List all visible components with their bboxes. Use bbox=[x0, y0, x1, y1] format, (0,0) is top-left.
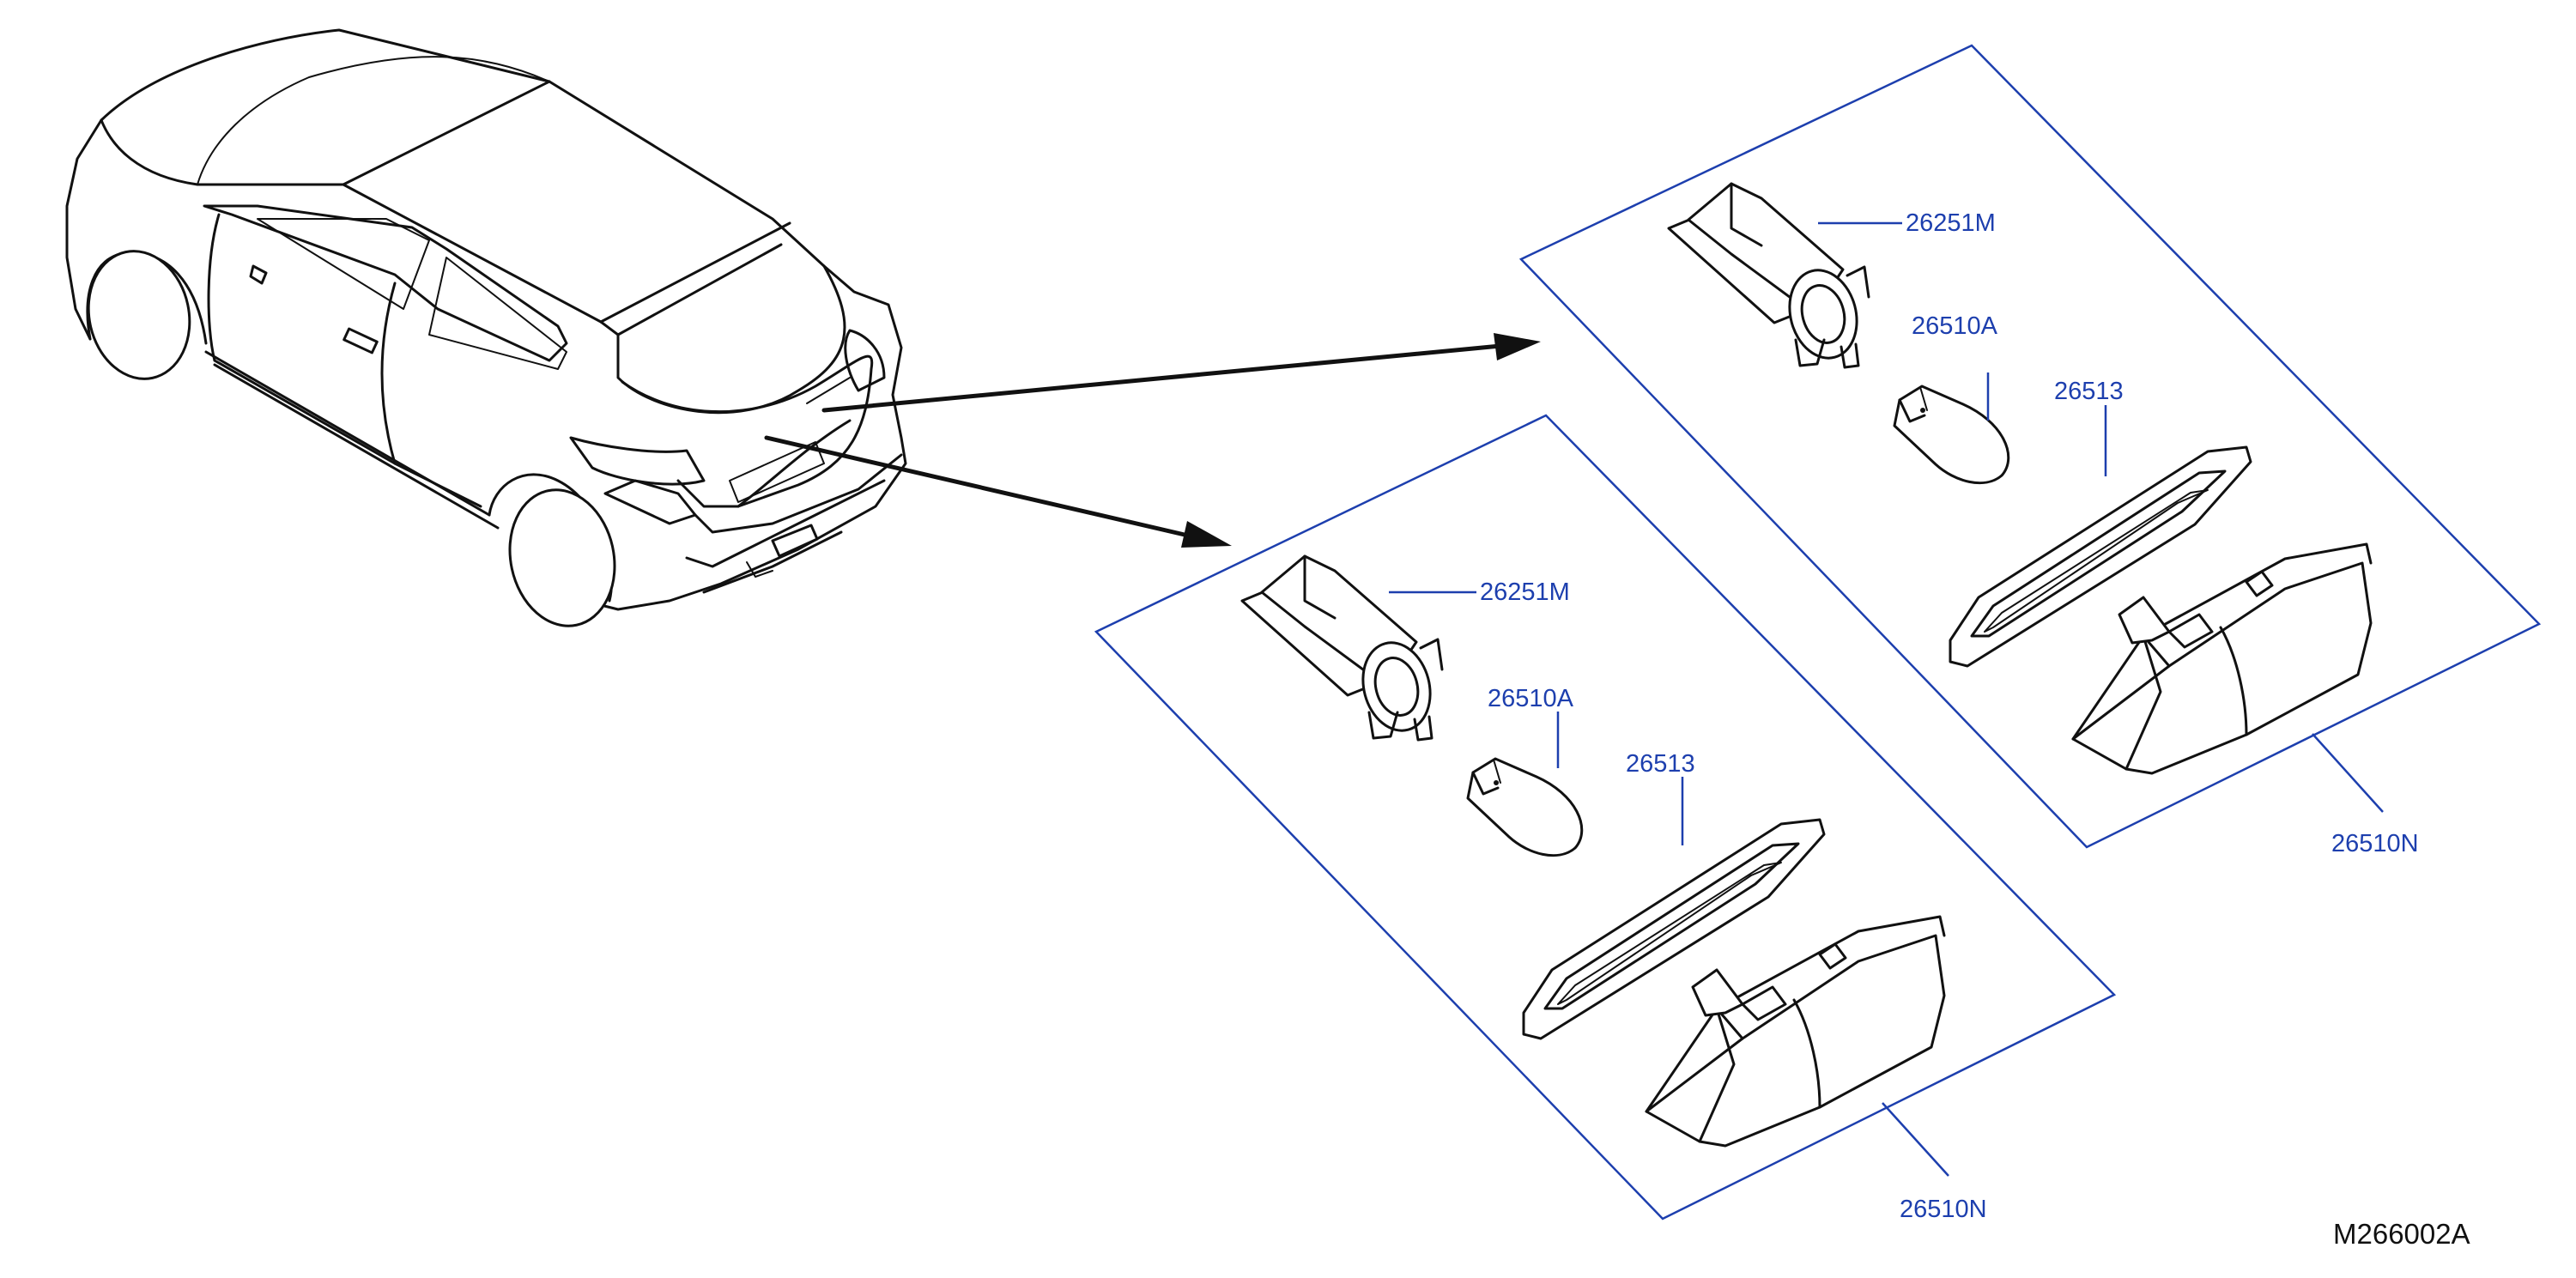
diagram-code: M266002A bbox=[2333, 1218, 2470, 1250]
label-upper-socket: 26251M bbox=[1906, 209, 1996, 237]
arrow-lower bbox=[764, 435, 1187, 537]
housing-part bbox=[1645, 915, 1946, 1148]
lens-part bbox=[1949, 445, 2252, 668]
label-upper-bulb: 26510A bbox=[1912, 312, 1998, 340]
label-lower-housing: 26510N bbox=[1900, 1196, 1987, 1223]
socket-part bbox=[1240, 554, 1444, 742]
leader-lines bbox=[1389, 221, 2384, 1177]
housing-part bbox=[2071, 542, 2373, 775]
label-lower-socket: 26251M bbox=[1480, 578, 1570, 606]
label-upper-lens: 26513 bbox=[2054, 378, 2124, 405]
arrowhead-upper bbox=[1494, 333, 1541, 360]
lens-part bbox=[1522, 818, 1826, 1040]
bulb-part bbox=[1466, 757, 1584, 857]
bulb-part bbox=[1893, 385, 2010, 485]
label-lower-bulb: 26510A bbox=[1488, 685, 1574, 712]
socket-part bbox=[1667, 182, 1870, 369]
label-lower-lens: 26513 bbox=[1626, 750, 1695, 778]
pointer-arrows bbox=[764, 333, 1541, 548]
leader-lower-26510N bbox=[1882, 1102, 1949, 1177]
part-labels: 26251M 26510A 26513 26510N 26251M 26510A… bbox=[1480, 209, 2470, 1250]
arrow-upper bbox=[821, 343, 1503, 413]
parts-group-upper bbox=[1667, 182, 2373, 775]
parts-group-lower bbox=[1240, 554, 1946, 1148]
panel-lower-left bbox=[1094, 414, 2117, 1220]
leader-upper-26510N bbox=[2312, 733, 2384, 813]
panel-upper-right bbox=[1518, 44, 2542, 849]
label-upper-housing: 26510N bbox=[2331, 830, 2419, 857]
arrowhead-lower bbox=[1181, 521, 1232, 548]
vehicle-illustration bbox=[65, 28, 907, 627]
